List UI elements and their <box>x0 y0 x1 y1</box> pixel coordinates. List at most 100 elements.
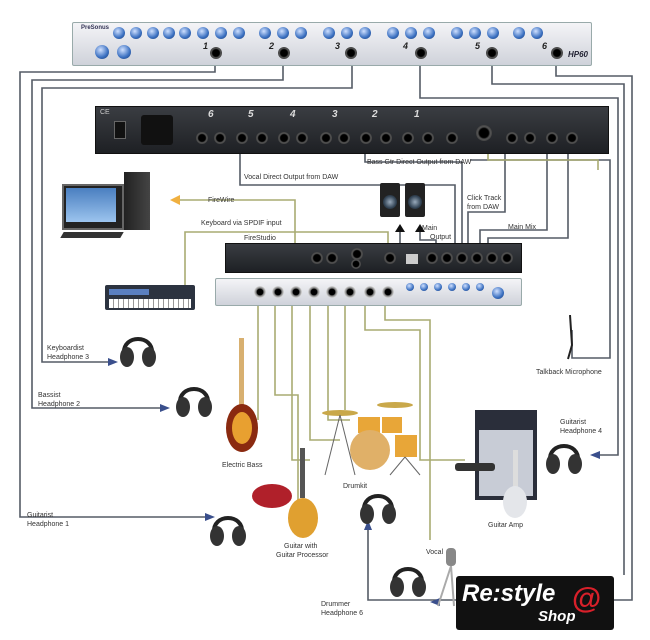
headphone-jack[interactable] <box>415 47 427 59</box>
knob[interactable] <box>113 27 125 39</box>
channel-number: 5 <box>248 109 254 120</box>
knob[interactable] <box>295 27 307 39</box>
input-jack[interactable] <box>402 132 414 144</box>
headphone-jack[interactable] <box>551 47 563 59</box>
mic-input-jack[interactable] <box>364 286 376 298</box>
keyboardist-label-2: Headphone 3 <box>47 354 90 361</box>
knob[interactable] <box>323 27 335 39</box>
input-jack[interactable] <box>296 132 308 144</box>
mic-input-jack[interactable] <box>382 286 394 298</box>
mic-input-jack[interactable] <box>344 286 356 298</box>
io-jack[interactable] <box>441 252 453 264</box>
knob[interactable] <box>163 27 175 39</box>
cable-vocal-mic <box>384 300 431 540</box>
knob[interactable] <box>434 283 442 291</box>
knob[interactable] <box>387 27 399 39</box>
talkback-xlr-jack[interactable] <box>476 125 492 141</box>
input-jack[interactable] <box>320 132 332 144</box>
io-jack[interactable] <box>351 259 361 269</box>
channel-number: 4 <box>290 109 296 120</box>
knob[interactable] <box>147 27 159 39</box>
knob[interactable] <box>405 27 417 39</box>
knob[interactable] <box>492 287 504 299</box>
knob[interactable] <box>277 27 289 39</box>
io-jack[interactable] <box>501 252 513 264</box>
io-jack[interactable] <box>351 248 363 260</box>
knob[interactable] <box>233 27 245 39</box>
io-jack[interactable] <box>384 252 396 264</box>
io-jack[interactable] <box>311 252 323 264</box>
network-port[interactable] <box>406 254 418 264</box>
input-jack[interactable] <box>524 132 536 144</box>
input-jack[interactable] <box>256 132 268 144</box>
knob[interactable] <box>451 27 463 39</box>
input-jack[interactable] <box>236 132 248 144</box>
knob[interactable] <box>359 27 371 39</box>
speaker-cone <box>408 195 422 209</box>
knob[interactable] <box>420 283 428 291</box>
power-switch[interactable] <box>114 121 126 139</box>
channel-number: 3 <box>332 109 338 120</box>
guitar-processor-image <box>252 484 292 508</box>
input-jack[interactable] <box>360 132 372 144</box>
io-jack[interactable] <box>326 252 338 264</box>
headphone-jack[interactable] <box>278 47 290 59</box>
arrow-icon <box>108 358 118 366</box>
headphone-jack[interactable] <box>210 47 222 59</box>
mic-input-jack[interactable] <box>254 286 266 298</box>
knob[interactable] <box>341 27 353 39</box>
mic-input-jack[interactable] <box>326 286 338 298</box>
knob[interactable] <box>179 27 191 39</box>
cable-firewire <box>180 199 296 258</box>
knob[interactable] <box>215 27 227 39</box>
knob[interactable] <box>469 27 481 39</box>
main-output-label-2: Output <box>430 234 452 241</box>
input-jack[interactable] <box>278 132 290 144</box>
knob[interactable] <box>117 45 131 59</box>
input-jack[interactable] <box>566 132 578 144</box>
input-jack[interactable] <box>214 132 226 144</box>
guitar-processor-label: Guitar with <box>284 543 318 550</box>
knob[interactable] <box>130 27 142 39</box>
input-jack[interactable] <box>196 132 208 144</box>
input-jack[interactable] <box>446 132 458 144</box>
computer-keyboard <box>60 232 124 238</box>
drummer-label-2: Headphone 6 <box>321 610 364 617</box>
knob[interactable] <box>197 27 209 39</box>
mic-input-jack[interactable] <box>272 286 284 298</box>
io-jack[interactable] <box>456 252 468 264</box>
headphones-icon <box>360 494 396 524</box>
knob[interactable] <box>487 27 499 39</box>
input-jack[interactable] <box>338 132 350 144</box>
arrow-icon <box>364 520 372 530</box>
mic-input-jack[interactable] <box>308 286 320 298</box>
knob[interactable] <box>259 27 271 39</box>
knob[interactable] <box>448 283 456 291</box>
electric-bass-label: Electric Bass <box>222 462 263 469</box>
channel-number: 4 <box>403 41 409 51</box>
knob[interactable] <box>462 283 470 291</box>
knob[interactable] <box>95 45 109 59</box>
cable-hp6 <box>367 62 633 601</box>
computer-tower <box>124 172 150 230</box>
cable-talkback-return <box>487 150 599 170</box>
headphone-jack[interactable] <box>345 47 357 59</box>
mic-input-jack[interactable] <box>290 286 302 298</box>
input-jack[interactable] <box>546 132 558 144</box>
keyboard-synth <box>105 285 195 310</box>
input-jack[interactable] <box>506 132 518 144</box>
input-jack[interactable] <box>380 132 392 144</box>
bassist-label-2: Headphone 2 <box>38 401 81 408</box>
channel-number: 5 <box>475 41 481 51</box>
input-jack[interactable] <box>422 132 434 144</box>
knob[interactable] <box>406 283 414 291</box>
knob[interactable] <box>531 27 543 39</box>
knob[interactable] <box>423 27 435 39</box>
io-jack[interactable] <box>486 252 498 264</box>
io-jack[interactable] <box>426 252 438 264</box>
knob[interactable] <box>476 283 484 291</box>
io-jack[interactable] <box>471 252 483 264</box>
knob[interactable] <box>513 27 525 39</box>
headphone-jack[interactable] <box>486 47 498 59</box>
